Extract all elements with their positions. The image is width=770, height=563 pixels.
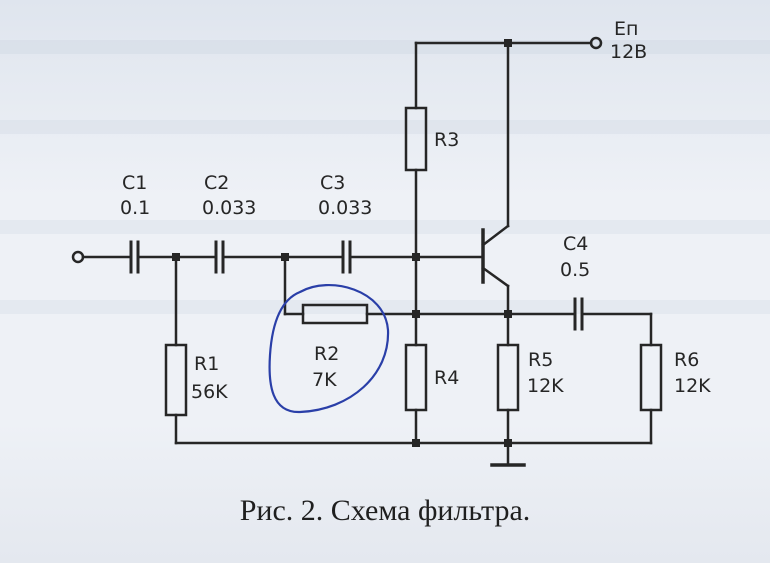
r2-value: 7K [312,369,337,391]
c1-value: 0.1 [120,197,150,219]
input-terminal [71,250,85,264]
bleed-through-text [0,120,770,134]
supply-terminal [589,36,603,50]
r5-label: R5 [528,349,553,371]
resistor-r5 [496,343,520,412]
r6-value: 12K [674,375,711,397]
resistor-r6 [639,343,663,412]
supply-voltage: 12В [610,41,647,63]
bleed-through-text [0,300,770,314]
r4-label: R4 [434,367,459,389]
c2-value: 0.033 [202,197,256,219]
resistor-r1 [164,343,188,417]
resistor-r4 [404,343,428,412]
c2-label: C2 [204,172,229,194]
figure-caption: Рис. 2. Схема фильтра. [239,494,531,527]
c4-value: 0.5 [560,259,590,281]
supply-label: Еп [614,18,638,40]
bleed-through-text [0,220,770,234]
c3-value: 0.033 [318,197,372,219]
handwritten-circle [268,284,390,414]
resistor-r2 [301,303,369,325]
c4-label: C4 [563,233,588,255]
r1-label: R1 [194,353,219,375]
r2-label: R2 [314,343,339,365]
junction-dots [172,39,512,447]
r1-value: 56K [191,381,228,403]
c3-label: C3 [320,172,345,194]
r5-value: 12K [527,375,564,397]
c1-label: C1 [122,172,147,194]
r6-label: R6 [674,349,699,371]
r3-label: R3 [434,129,459,151]
resistor-r3 [404,106,428,172]
